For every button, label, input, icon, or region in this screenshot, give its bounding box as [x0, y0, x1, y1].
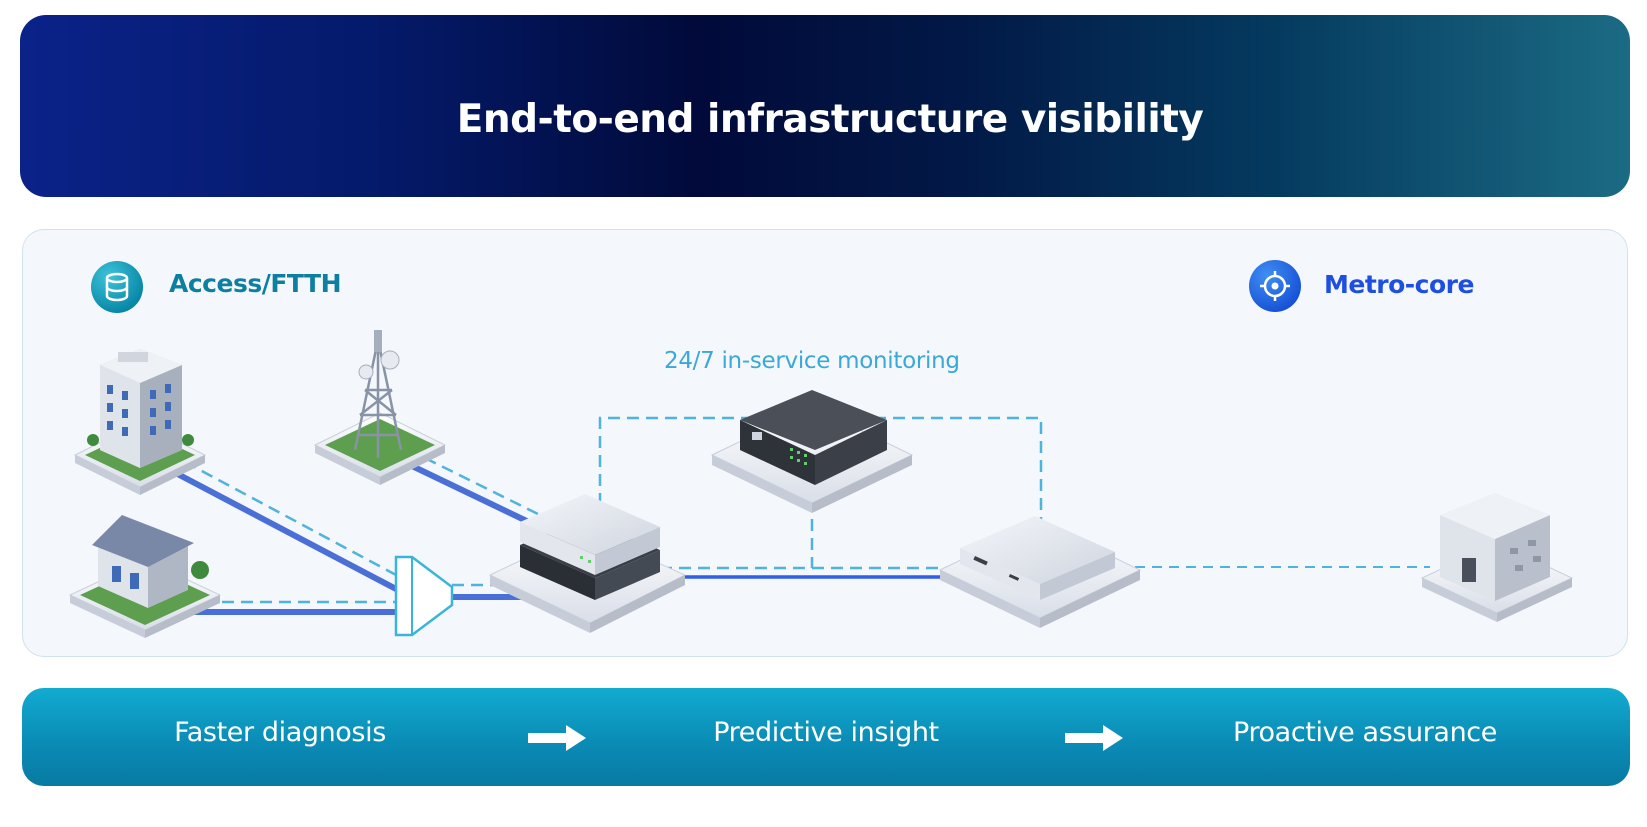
- link-tower-to-switch: [408, 456, 541, 528]
- section-label-access: Access/FTTH: [169, 269, 342, 298]
- page-title: End-to-end infrastructure visibility: [456, 97, 1204, 142]
- target-icon: [1249, 260, 1301, 312]
- monitoring-label: 24/7 in-service monitoring: [664, 348, 960, 374]
- datacenter-building-icon: [1420, 493, 1574, 622]
- flow-step-proactive-assurance: Proactive assurance: [1233, 717, 1497, 748]
- house-icon: [68, 515, 222, 638]
- link-office-to-splitter: [168, 460, 400, 593]
- monitoring-probe-device: [710, 390, 914, 513]
- access-switch-device: [488, 494, 687, 633]
- flow-step-faster-diagnosis: Faster diagnosis: [174, 717, 386, 748]
- metro-router-device: [938, 516, 1142, 628]
- database-icon: [91, 261, 143, 313]
- flow-step-predictive-insight: Predictive insight: [713, 717, 939, 748]
- section-label-metro: Metro-core: [1324, 270, 1474, 299]
- office-building-icon: [73, 349, 207, 495]
- splitter-icon: [394, 555, 454, 637]
- header-banner: End-to-end infrastructure visibility: [20, 15, 1630, 197]
- cell-tower-icon: [313, 330, 447, 485]
- arrow-right-icon: [528, 725, 586, 751]
- benefits-flow-bar: [22, 688, 1630, 786]
- arrow-right-icon: [1065, 725, 1123, 751]
